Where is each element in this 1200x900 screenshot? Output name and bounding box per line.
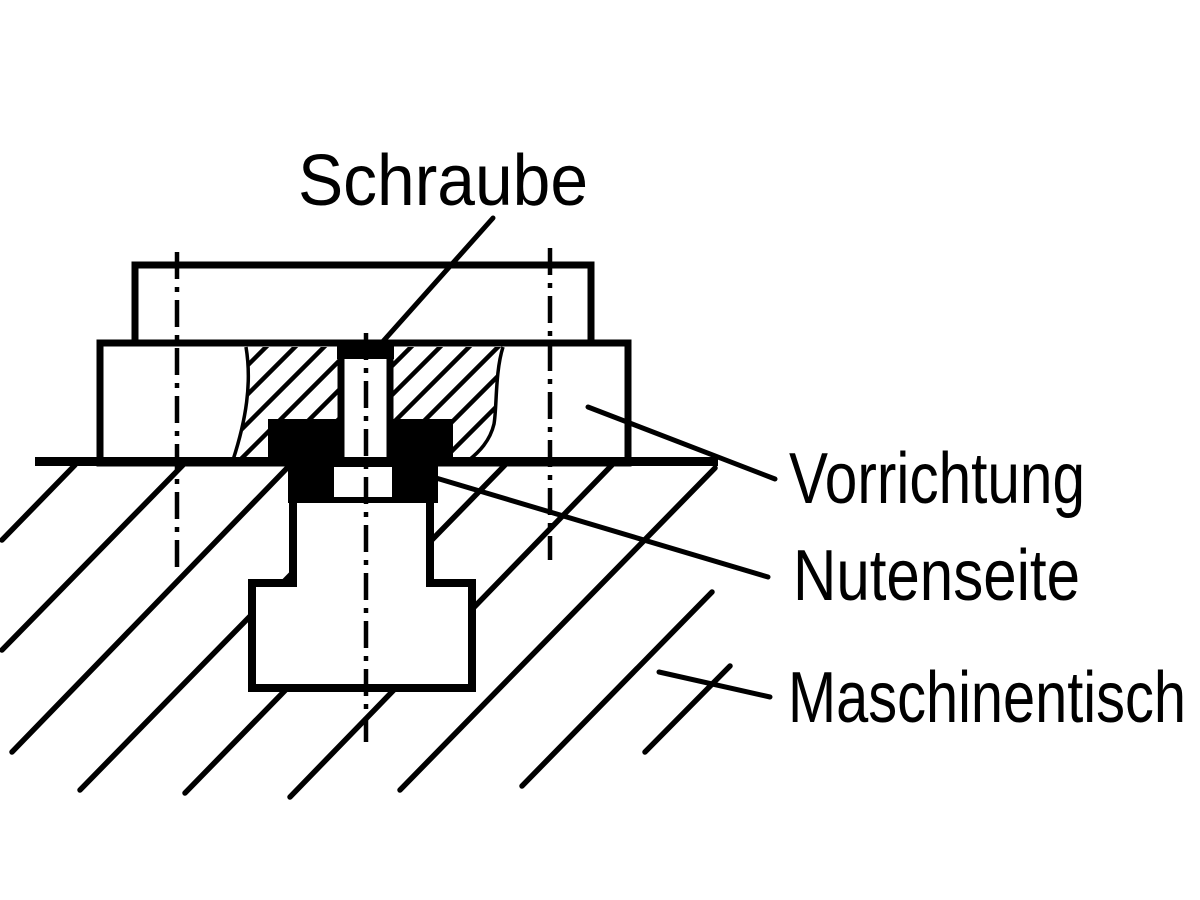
t-slot-outline — [248, 503, 476, 692]
hatch-line — [0, 462, 78, 543]
label-maschinentisch: Maschinentisch — [788, 658, 1186, 738]
hatch-line — [9, 462, 293, 755]
leader-nutenseite — [433, 475, 771, 580]
hatch-line-ticked — [642, 663, 733, 755]
leader-lines — [367, 215, 778, 700]
hatch-line — [519, 589, 715, 789]
label-schraube: Schraube — [298, 141, 588, 221]
section-break-line-left — [231, 346, 251, 461]
center-lines — [174, 248, 553, 742]
leader-maschinentisch — [656, 669, 773, 700]
label-vorrichtung: Vorrichtung — [789, 439, 1085, 519]
hatch-line — [0, 462, 186, 653]
workpiece-outline — [131, 261, 595, 351]
hatch-line — [397, 465, 718, 793]
leader-vorrichtung — [585, 404, 778, 482]
leader-schraube — [367, 215, 496, 359]
label-nutenseite: Nutenseite — [793, 536, 1080, 616]
t-nut-cavity — [334, 467, 392, 497]
section-break-line-right — [467, 346, 505, 462]
